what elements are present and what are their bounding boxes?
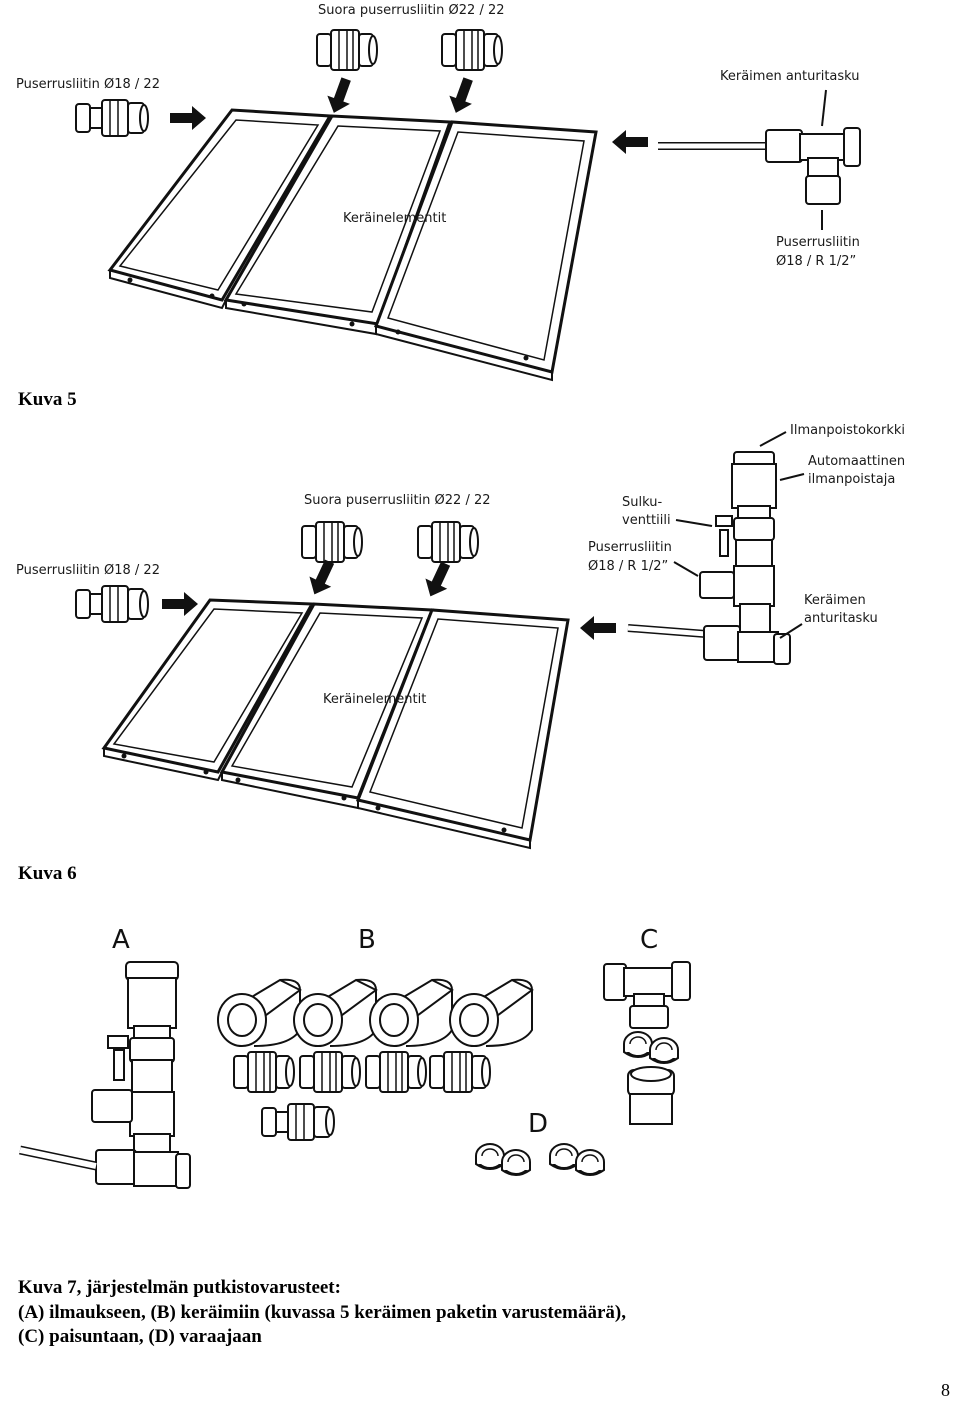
insulation-sleeve-icon	[293, 978, 377, 1047]
label-straight-fitting: Suora puserrusliitin Ø22 / 22	[304, 493, 491, 508]
straight-fitting-icon	[299, 1051, 361, 1093]
figure-6-caption: Kuva 6	[18, 863, 77, 884]
straight-fitting-icon	[429, 1051, 491, 1093]
letter-a: A	[112, 925, 130, 955]
label-fitting-r12-line1: Puserrusliitin	[776, 235, 860, 250]
compression-fitting-icon	[75, 99, 149, 137]
air-vent-assembly-icon	[627, 451, 791, 665]
insulation-sleeve-icon	[449, 978, 533, 1047]
arrow-down-icon	[444, 74, 480, 118]
label-auto-vent-line2: ilmanpoistaja	[808, 472, 895, 487]
ring-icon	[575, 1149, 605, 1176]
label-fitting-r12-line2: Ø18 / R 1/2”	[588, 559, 668, 574]
figure-7-caption: Kuva 7, järjestelmän putkistovarusteet: …	[18, 1276, 626, 1350]
label-sensor-pocket: Keräimen anturitasku	[720, 69, 860, 84]
arrow-down-icon	[419, 558, 457, 602]
ring-icon	[623, 1031, 653, 1058]
label-auto-vent-line1: Automaattinen	[808, 454, 905, 469]
label-shutoff-valve-line2: venttiili	[622, 513, 671, 528]
label-panels: Keräinelementit	[343, 211, 446, 226]
straight-fitting-icon	[233, 1051, 295, 1093]
arrow-down-icon	[303, 556, 341, 600]
letter-b: B	[358, 925, 376, 955]
page-number: 8	[941, 1380, 950, 1400]
arrow-right-icon	[170, 106, 206, 130]
arrow-left-icon	[612, 130, 648, 154]
label-sensor-pocket-line1: Keräimen	[804, 593, 866, 608]
set-a-air-vent-icon	[19, 961, 191, 1189]
arrow-right-icon	[162, 592, 198, 616]
compression-fitting-icon	[261, 1103, 335, 1141]
set-b-collector-parts	[217, 978, 533, 1141]
compression-fitting-icon	[75, 585, 149, 623]
label-fitting-r12-line1: Puserrusliitin	[588, 540, 672, 555]
insulation-sleeve-icon	[369, 978, 453, 1047]
figure-5-caption: Kuva 5	[18, 389, 77, 410]
caption-line-3: (C) paisuntaan, (D) varaajaan	[18, 1326, 262, 1348]
sensor-pocket-tee-icon	[658, 127, 861, 205]
set-c-expansion-icon	[603, 961, 691, 1125]
label-compression-fitting: Puserrusliitin Ø18 / 22	[16, 77, 160, 92]
label-sensor-pocket-line2: anturitasku	[804, 611, 878, 626]
figure-7: A B C D	[19, 925, 691, 1189]
caption-line-2: (A) ilmaukseen, (B) keräimiin (kuvassa 5…	[18, 1301, 626, 1323]
insulation-sleeve-icon	[217, 978, 301, 1047]
letter-d: D	[528, 1109, 548, 1139]
ring-icon	[501, 1149, 531, 1176]
collector-panels	[101, 598, 570, 850]
arrow-left-icon	[580, 616, 616, 640]
label-compression-fitting: Puserrusliitin Ø18 / 22	[16, 563, 160, 578]
straight-fitting-icon	[365, 1051, 427, 1093]
ring-icon	[475, 1143, 505, 1170]
straight-fitting-icon	[301, 521, 363, 563]
collector-panels	[107, 108, 598, 382]
straight-fitting-icon	[316, 29, 378, 71]
straight-fitting-icon	[417, 521, 479, 563]
label-fitting-r12-line2: Ø18 / R 1/2”	[776, 254, 856, 269]
figure-5: Keräinelementit Suora puserrusliitin Ø22…	[16, 3, 861, 382]
ring-icon	[549, 1143, 579, 1170]
ring-icon	[649, 1037, 679, 1064]
label-vent-cap: Ilmanpoistokorkki	[790, 423, 905, 438]
figure-6: Keräinelementit Suora puserrusliitin Ø22…	[16, 423, 905, 850]
set-d-tank-parts	[475, 1143, 605, 1176]
label-straight-fitting: Suora puserrusliitin Ø22 / 22	[318, 3, 505, 18]
straight-fitting-icon	[441, 29, 503, 71]
caption-line-1: Kuva 7, järjestelmän putkistovarusteet:	[18, 1277, 341, 1298]
arrow-down-icon	[322, 74, 358, 118]
label-panels: Keräinelementit	[323, 692, 426, 707]
letter-c: C	[640, 925, 658, 955]
label-shutoff-valve-line1: Sulku-	[622, 495, 662, 510]
